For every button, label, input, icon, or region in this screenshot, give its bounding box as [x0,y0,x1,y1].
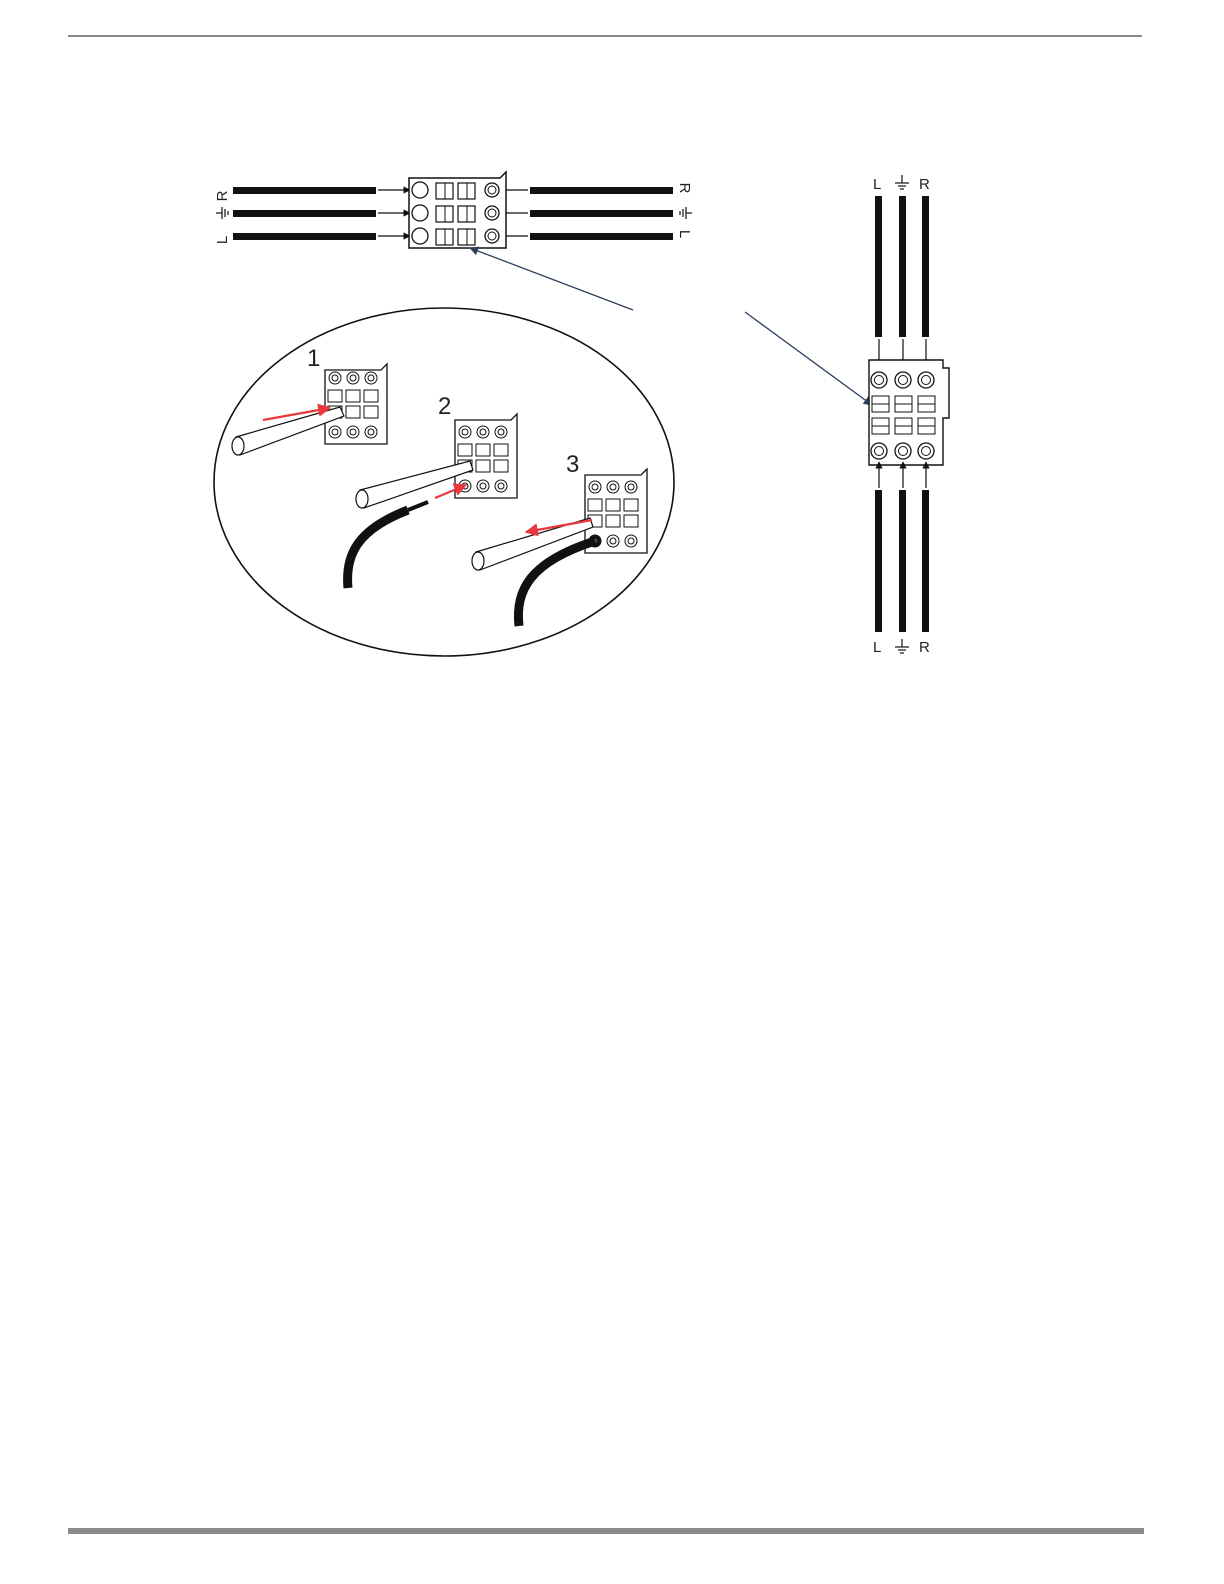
bottom-label-r: R [919,639,930,656]
ground-icon [216,207,228,219]
top-wire-l [875,196,882,337]
bottom-wire-r [922,490,929,632]
step-3-label: 3 [566,451,579,478]
vertical-connector-assembly: L R [869,175,949,656]
left-label-l: L [214,236,231,244]
callout-line-top [470,248,633,310]
right-wire-ground [530,210,673,217]
right-label-l: L [676,230,693,238]
step-1-label: 1 [307,345,320,372]
bottom-label-l: L [873,639,881,656]
top-label-r: R [919,176,930,193]
right-label-r: R [676,183,693,194]
left-label-r: R [214,190,231,201]
right-wire-r [530,187,673,194]
top-wire-r [922,196,929,337]
left-wire-l [233,233,376,240]
footer-rule [68,1528,1144,1534]
ground-icon [680,207,692,219]
top-label-l: L [873,176,881,193]
bottom-wire-ground [899,490,906,632]
ground-icon [895,639,909,653]
terminal-block-vertical [869,360,949,465]
left-wire-ground [233,210,376,217]
bottom-wire-l [875,490,882,632]
callout-line-right [745,312,872,405]
right-wire-l [530,233,673,240]
top-wire-ground [899,196,906,337]
horizontal-connector-assembly: R L R L [214,172,693,248]
left-wire-r [233,187,376,194]
step-2-label: 2 [438,393,451,420]
terminal-block-horizontal [409,172,506,248]
ground-icon [895,175,909,189]
